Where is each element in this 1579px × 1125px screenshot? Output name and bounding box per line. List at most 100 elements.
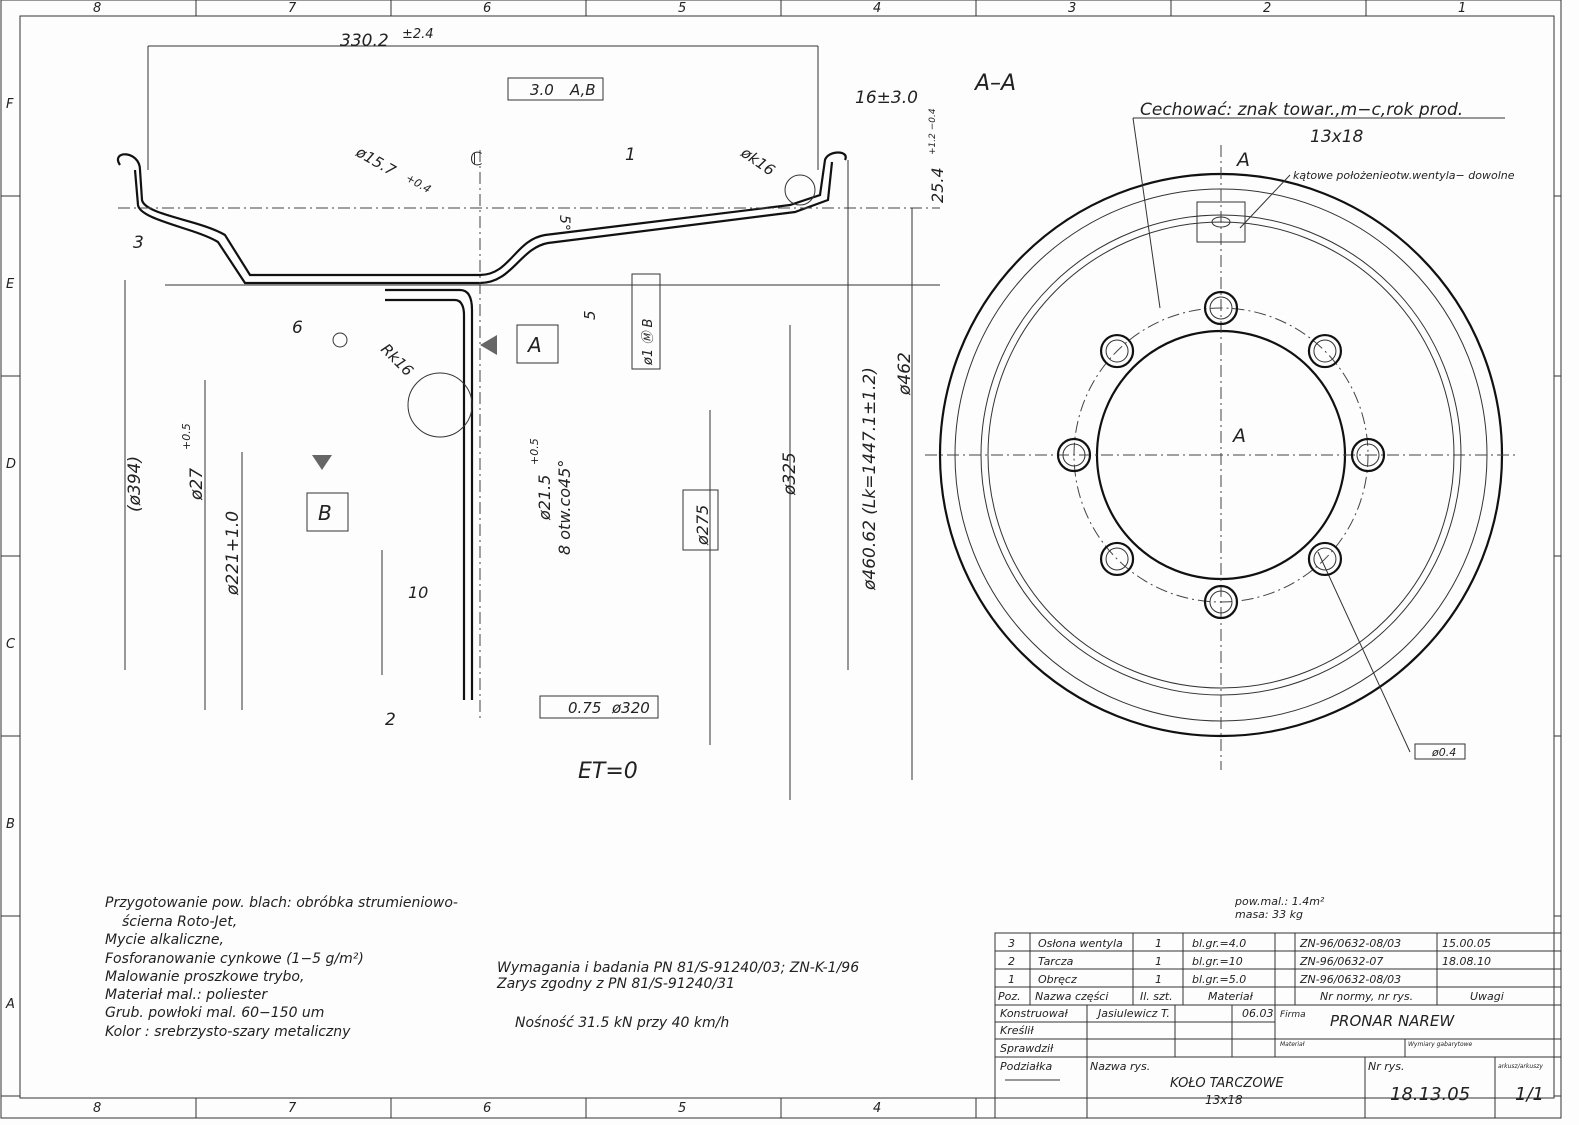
dim-d21: ø21.5 (535, 475, 554, 521)
scale-label: Podziałka (1000, 1060, 1052, 1073)
dim-flange: 16±3.0 (855, 88, 918, 108)
dim-d462: ø462 (895, 352, 915, 396)
dim-10: 10 (408, 583, 428, 602)
drawing-name: KOŁO TARCZOWE (1170, 1076, 1284, 1091)
row-marker: F (6, 97, 14, 112)
column-marker: 7 (288, 1101, 297, 1116)
section-mark-a-center: A (1231, 425, 1246, 447)
bolt-hole-chamfer (1209, 590, 1233, 614)
part-1-label: 1 (625, 145, 636, 165)
row-marker: E (6, 277, 15, 292)
header-name: Nazwa części (1035, 990, 1108, 1003)
dim-width: 330.2 (340, 31, 389, 51)
note-line: Grub. powłoki mal. 60−150 um (105, 1005, 324, 1021)
parts-cell-poz: 1 (1008, 973, 1015, 986)
column-marker: 2 (1263, 1, 1271, 16)
drawing-nr-label: Nr rys. (1368, 1060, 1405, 1073)
valve-note: kątowe położenieotw.wentyla− dowolne (1293, 169, 1515, 182)
designed-label: Konstruował (1000, 1007, 1069, 1020)
column-marker: 1 (1458, 1, 1466, 16)
paint-area: pow.mal.: 1.4m² (1234, 895, 1325, 908)
parts-cell-poz: 2 (1008, 955, 1015, 968)
dim-25-tol: +1.2 −0.4 (928, 108, 938, 155)
bolt-hole-chamfer (1313, 339, 1337, 363)
parts-cell-notes: 18.08.10 (1442, 955, 1491, 968)
flatness-ref: ø320 (611, 699, 650, 717)
dim-rk16-top: øk16 (737, 143, 778, 180)
position-tolerance: ø1 Ⓜ B (641, 319, 656, 366)
parts-cell-name: Osłona wentyla (1038, 937, 1123, 950)
wheel-size: 13x18 (1310, 127, 1364, 147)
note-line: Przygotowanie pow. blach: obróbka strumi… (105, 895, 458, 911)
dim-5: 5 (581, 310, 599, 320)
row-marker: D (6, 457, 16, 472)
dim-d275: ø275 (693, 505, 712, 546)
column-marker: 5 (678, 1101, 686, 1116)
parts-cell-qty: 1 (1155, 973, 1162, 986)
drawing-name-label: Nazwa rys. (1090, 1060, 1150, 1073)
datum-b: B (318, 501, 332, 525)
firm-name: PRONAR NAREW (1330, 1012, 1455, 1030)
dim-d27: ø27 (187, 468, 207, 501)
row-marker: B (6, 817, 15, 832)
bolt-hole-chamfer (1105, 339, 1129, 363)
column-marker: 8 (93, 1101, 101, 1116)
parts-cell-notes: 15.00.05 (1442, 937, 1491, 950)
drawing-size: 13x18 (1205, 1093, 1243, 1107)
bolt-hole (1099, 333, 1135, 369)
note-line: Materiał mal.: poliester (105, 987, 268, 1003)
material-label: Materiał (1280, 1041, 1305, 1048)
dim-d221: ø221+1.0 (223, 511, 243, 596)
note-line: ścierna Roto-Jet, (122, 914, 237, 930)
note-line: Malowanie proszkowe trybo, (105, 969, 304, 985)
marking-note: Cechować: znak towar.,m−c,rok prod. (1140, 100, 1463, 120)
column-marker: 7 (288, 1, 297, 16)
bolt-hole (1203, 584, 1239, 620)
column-marker: 6 (483, 1101, 491, 1116)
bolt-hole (1307, 333, 1343, 369)
parts-cell-norm: ZN-96/0632-08/03 (1299, 973, 1401, 986)
requirements-line: Zarys zgodny z PN 81/S-91240/31 (496, 976, 735, 992)
bolt-hole-chamfer (1062, 443, 1086, 467)
dim-25: 25.4 (928, 167, 947, 203)
runout-datum: A,B (569, 81, 596, 99)
load-capacity: Nośność 31.5 kN przy 40 km/h (515, 1015, 729, 1031)
dims-label: Wymiary gabarytowe (1408, 1041, 1473, 1048)
drawing-number: 18.13.05 (1390, 1084, 1470, 1105)
checked-label: Sprawdził (1000, 1042, 1054, 1055)
bolt-hole-chamfer (1313, 547, 1337, 571)
column-marker: 3 (1068, 1, 1076, 16)
section-view: 330.2 ±2.4 3.0 A,B 16±3.0 A–A ø15.7 +0.4… (116, 27, 1016, 800)
dim-d325: ø325 (780, 452, 800, 496)
part-2-label: 2 (385, 710, 396, 730)
dim-width-tol: ±2.4 (402, 27, 434, 42)
firm-label: Firma (1280, 1010, 1306, 1020)
header-norm: Nr normy, nr rys. (1320, 990, 1413, 1003)
flatness-tolerance: 0.75 (568, 699, 601, 717)
bolt-hole (1099, 541, 1135, 577)
dim-d27-tol: +0.5 (180, 423, 193, 450)
centerline-mark: ℂ (470, 149, 483, 170)
column-marker: 4 (873, 1101, 881, 1116)
dim-5deg: 5° (556, 215, 572, 231)
note-line: Mycie alkaliczne, (105, 932, 224, 948)
designer: Jasiulewicz T. (1096, 1007, 1170, 1020)
note-line: Kolor : srebrzysto-szary metaliczny (105, 1024, 351, 1040)
column-marker: 4 (873, 1, 881, 16)
notes: Przygotowanie pow. blach: obróbka strumi… (105, 895, 1325, 1040)
header-poz: Poz. (998, 990, 1021, 1003)
dim-d15-tol: +0.4 (404, 171, 434, 196)
part-6-label: 6 (292, 318, 303, 338)
section-mark-a: A (1235, 149, 1250, 171)
bolt-hole-chamfer (1105, 547, 1129, 571)
bolt-hole-chamfer (1209, 296, 1233, 320)
row-marker: C (6, 637, 16, 652)
row-marker: A (5, 997, 15, 1012)
bolt-hole-chamfer (1356, 443, 1380, 467)
section-title: A–A (973, 71, 1016, 96)
drawn-label: Kreślił (1000, 1024, 1034, 1037)
parts-cell-name: Obręcz (1038, 973, 1077, 986)
